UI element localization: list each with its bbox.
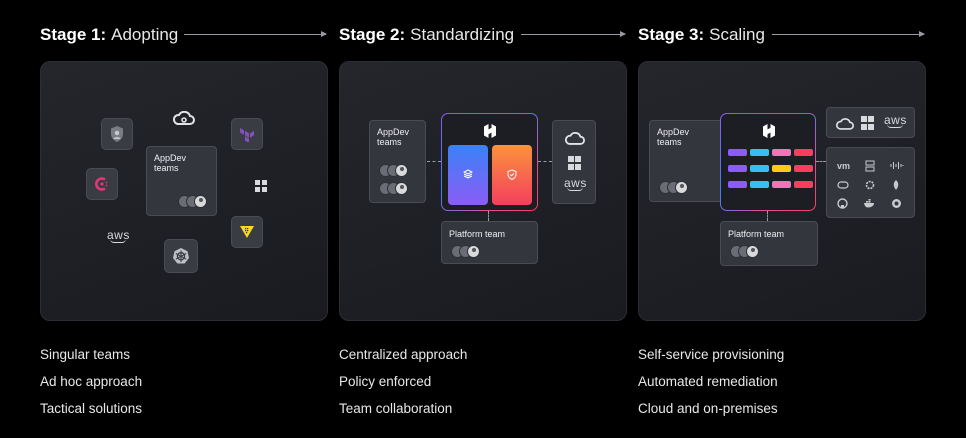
cloud-icon [172, 110, 195, 130]
stage-2-name: Standardizing [410, 25, 515, 44]
on-prem-box: vm [826, 147, 915, 218]
hashicorp-hub [441, 113, 538, 211]
stage-1-number: Stage 1: [40, 25, 107, 44]
database-icon [837, 181, 849, 191]
service-pill [728, 181, 747, 188]
boundary-card [448, 145, 488, 205]
appdev-teams-box: AppDev teams [369, 120, 426, 203]
team-avatars [379, 164, 408, 177]
stage-3-name: Scaling [709, 25, 765, 44]
appdev-teams-box: AppDev teams [146, 146, 217, 216]
service-pill [728, 165, 747, 172]
connector [538, 161, 552, 162]
feature-item: Self-service provisioning [638, 347, 785, 362]
stage-2-diagram: AppDev teams aws Platform team [339, 61, 627, 321]
hashicorp-icon [761, 123, 777, 142]
appdev-teams-label: AppDev teams [657, 127, 690, 147]
aws-icon: aws [107, 228, 130, 242]
feature-item: Tactical solutions [40, 401, 143, 416]
service-pill [750, 149, 769, 156]
stage-1-diagram: AppDev teams aws [40, 61, 328, 321]
stage-1-name: Adopting [111, 25, 179, 44]
team-avatars [730, 245, 759, 258]
platform-team-box: Platform team [720, 221, 818, 266]
service-pill [794, 181, 813, 188]
docker-icon [863, 199, 876, 210]
consul-icon [86, 168, 118, 200]
service-pill [750, 181, 769, 188]
feature-item: Team collaboration [339, 401, 453, 416]
service-pill [794, 165, 813, 172]
connector [767, 211, 768, 221]
github-icon [837, 198, 848, 211]
team-avatars [659, 181, 688, 194]
cisco-icon [890, 161, 904, 172]
feature-item: Automated remediation [638, 374, 778, 389]
cloud-icon [836, 117, 854, 135]
windows-icon [255, 180, 267, 192]
cloud-icon [565, 132, 585, 150]
connector [427, 161, 441, 162]
cloud-providers-box: aws [826, 107, 915, 138]
terraform-icon [231, 118, 263, 150]
connector [816, 161, 826, 162]
team-avatars [451, 245, 480, 258]
kubernetes-icon [164, 239, 198, 273]
windows-icon [568, 156, 581, 170]
aws-icon: aws [884, 113, 907, 127]
connector [488, 211, 489, 221]
platform-team-box: Platform team [441, 221, 538, 264]
feature-item: Singular teams [40, 347, 131, 362]
vmware-icon: vm [837, 161, 851, 171]
stage-2-heading: Stage 2: Standardizing [339, 24, 514, 46]
feature-item: Ad hoc approach [40, 374, 143, 389]
vault-icon [231, 216, 263, 248]
stage-3-features: Self-service provisioning Automated reme… [638, 346, 784, 427]
stage-2-number: Stage 2: [339, 25, 406, 44]
service-pill [772, 181, 791, 188]
hashicorp-hub [720, 113, 816, 211]
shield-icon [101, 118, 133, 150]
appdev-teams-label: AppDev teams [154, 153, 187, 173]
platform-team-label: Platform team [449, 229, 506, 239]
appdev-teams-label: AppDev teams [377, 127, 410, 147]
cloud-providers-box: aws [552, 120, 596, 204]
service-pill [794, 149, 813, 156]
stage-3-number: Stage 3: [638, 25, 705, 44]
appdev-teams-box: AppDev teams [649, 120, 724, 202]
stage-1-heading: Stage 1: Adopting [40, 24, 178, 46]
stage-3-heading: Stage 3: Scaling [638, 24, 765, 46]
platform-team-label: Platform team [728, 229, 785, 239]
service-pill [728, 149, 747, 156]
aws-icon: aws [564, 176, 587, 190]
service-pill [750, 165, 769, 172]
globe-icon [891, 198, 902, 211]
feature-item: Cloud and on-premises [638, 401, 778, 416]
policy-card [492, 145, 532, 205]
team-avatars [379, 182, 408, 195]
team-avatars [178, 195, 207, 208]
gear-icon [865, 180, 875, 192]
windows-icon [861, 116, 874, 130]
service-pill [772, 149, 791, 156]
feature-item: Policy enforced [339, 374, 432, 389]
stage-1-arrow [184, 31, 327, 37]
hashicorp-icon [482, 123, 498, 142]
service-pill [772, 165, 791, 172]
stage-3-diagram: AppDev teams aws vm [638, 61, 926, 321]
stage-2-arrow [521, 31, 626, 37]
stage-3-arrow [772, 31, 925, 37]
feature-item: Centralized approach [339, 347, 468, 362]
server-icon [865, 160, 875, 174]
mongodb-icon [892, 179, 900, 193]
stage-2-features: Centralized approach Policy enforced Tea… [339, 346, 467, 427]
stage-1-features: Singular teams Ad hoc approach Tactical … [40, 346, 142, 427]
